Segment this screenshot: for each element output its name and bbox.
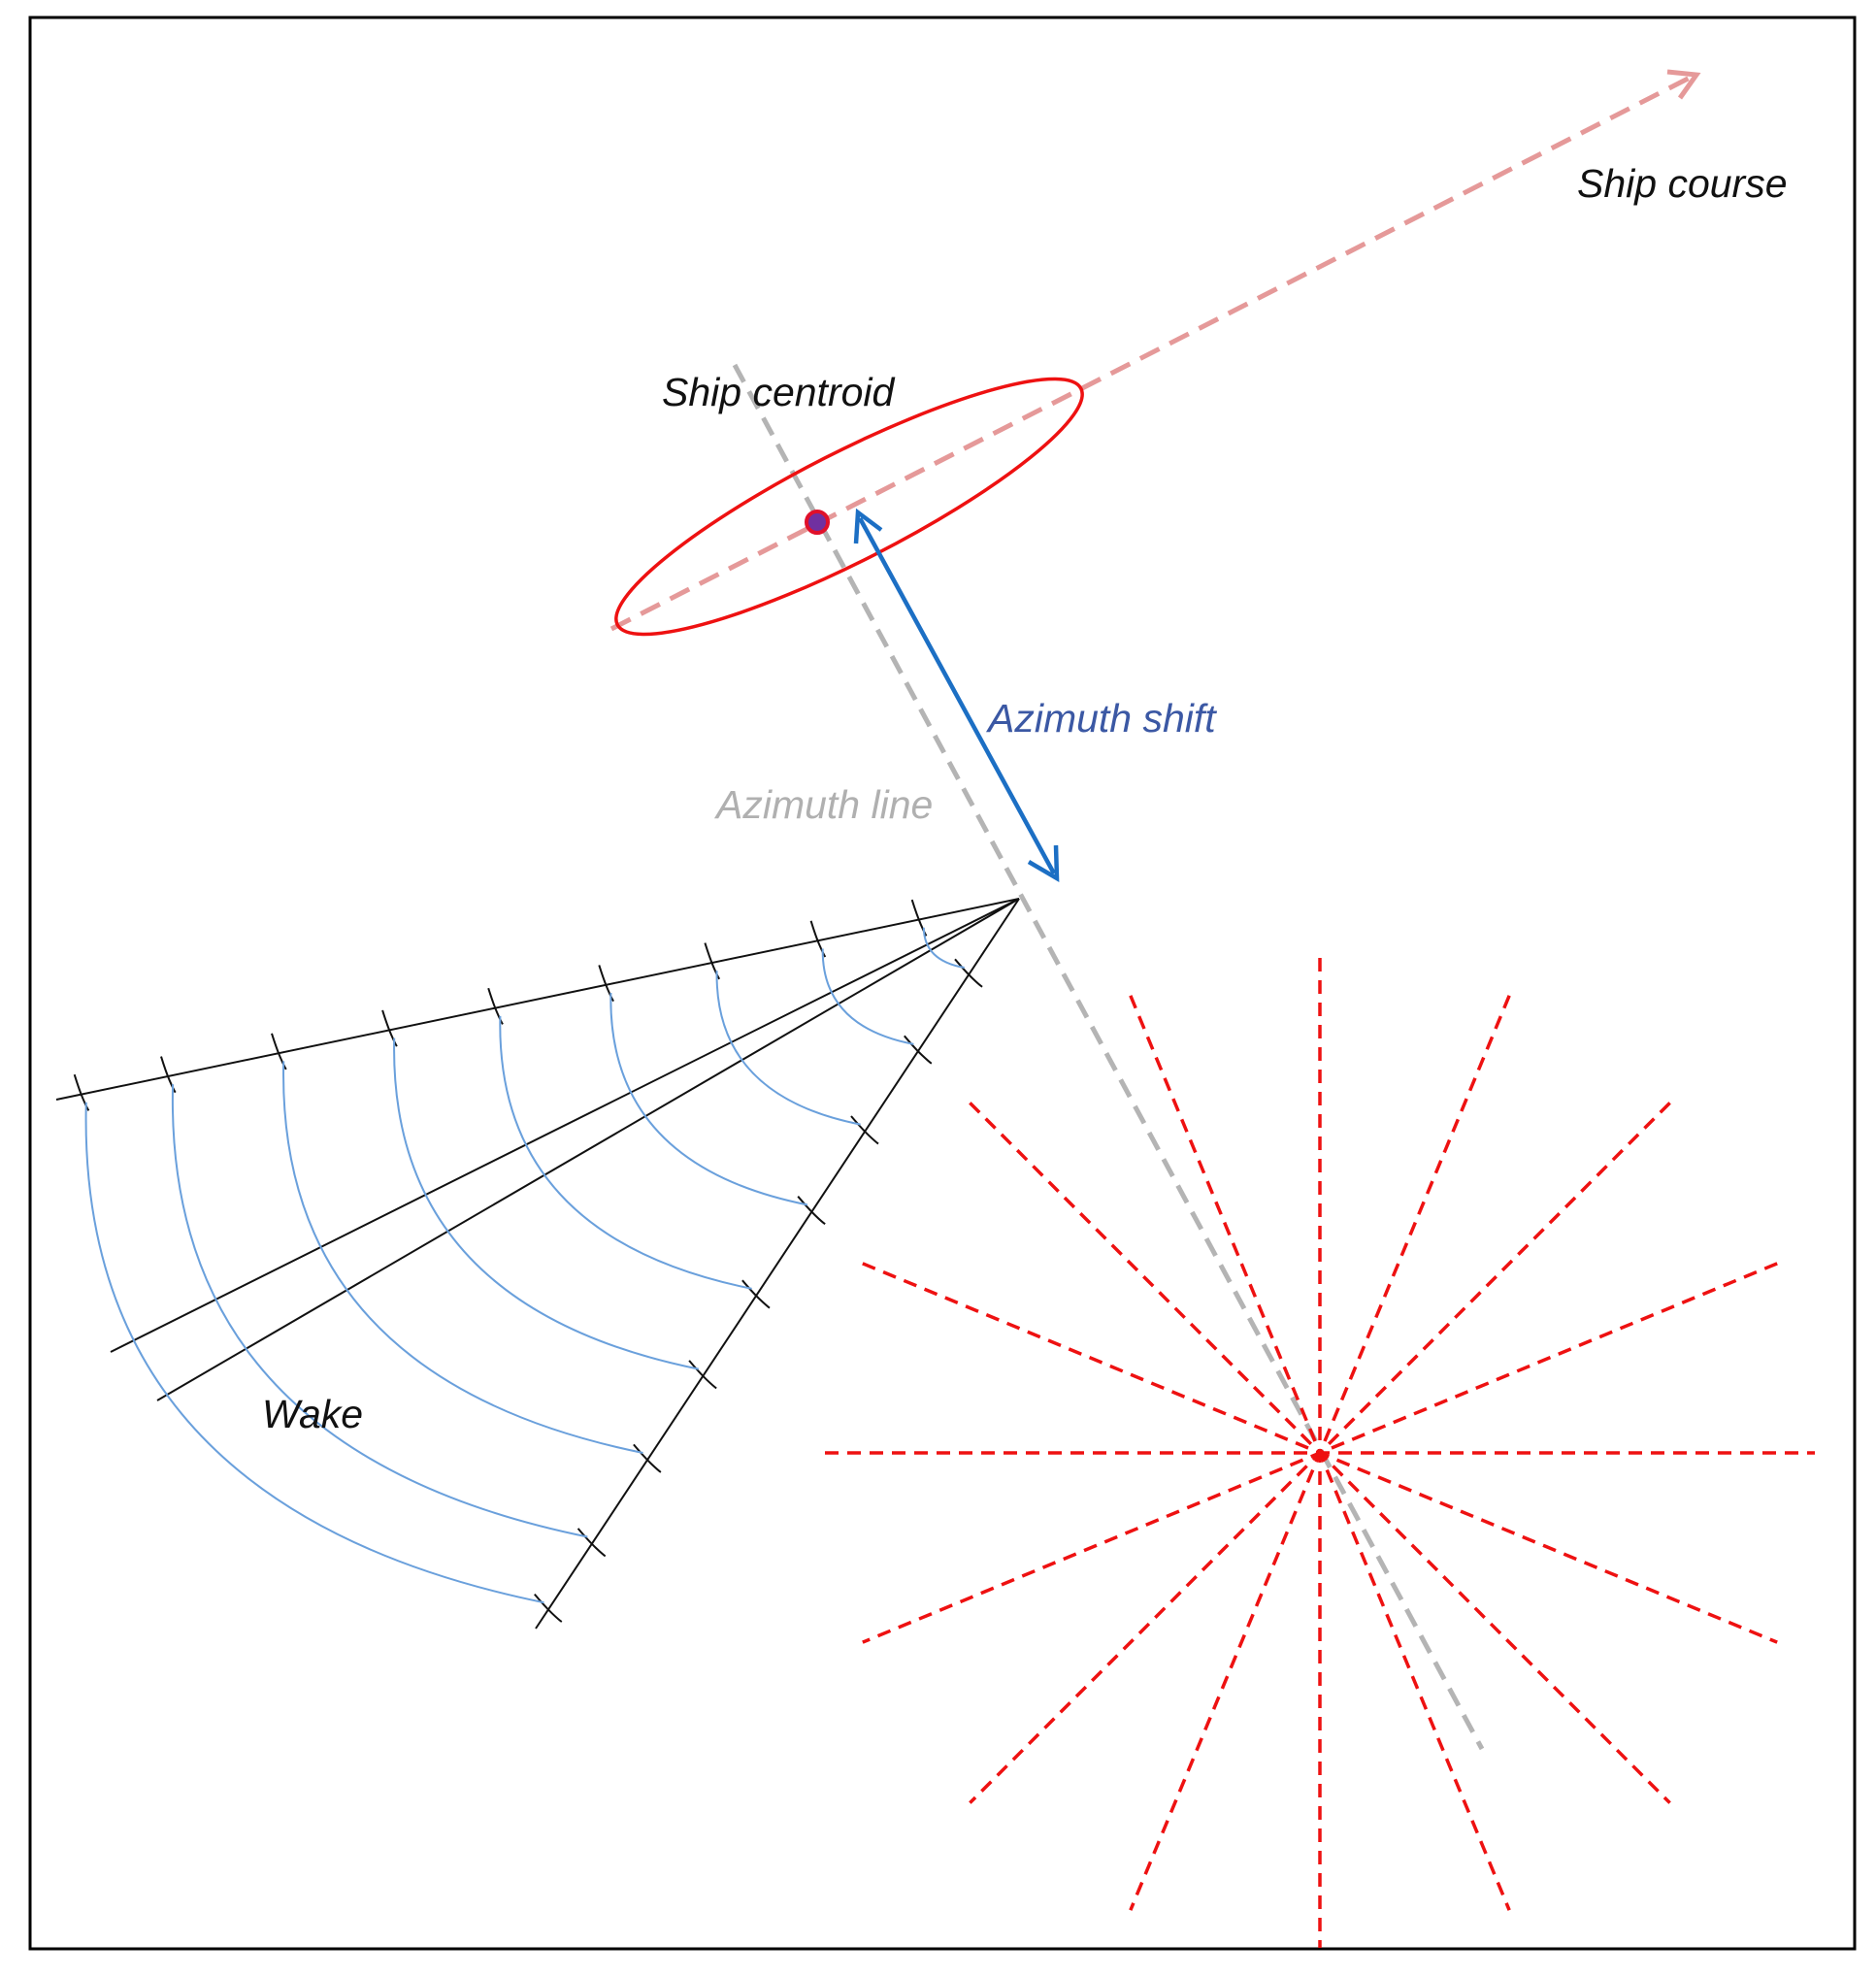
- wake-line-outer-top: [55, 898, 1020, 1101]
- wake-wave-arc: [715, 971, 861, 1126]
- wake-lines: [55, 898, 1020, 1630]
- wake-wave-arc: [282, 1061, 643, 1454]
- wake-wave-arc: [609, 992, 808, 1206]
- wake-wave-arc: [84, 1102, 544, 1604]
- target-point: [1316, 1449, 1324, 1457]
- wake-tick-top: [704, 942, 721, 980]
- azimuth-line: [732, 363, 1485, 1751]
- wake-tick-bottom: [741, 1279, 771, 1309]
- wake-wave-arc: [821, 948, 914, 1045]
- wake-line-inner-2: [156, 898, 1020, 1401]
- azimuth-line-label: Azimuth line: [713, 782, 933, 827]
- wake-wave-arc: [922, 927, 965, 969]
- wake-tick-top: [271, 1033, 287, 1070]
- wake-tick-top: [809, 920, 827, 958]
- ship-outline: [614, 377, 1084, 637]
- wake-tick-top: [160, 1056, 177, 1094]
- wake-tick-bottom: [688, 1360, 717, 1390]
- wake-tick-marks: [73, 899, 983, 1623]
- wake-tick-top: [381, 1009, 398, 1047]
- wake-line-inner-1: [110, 898, 1020, 1353]
- wake-wave-arc: [171, 1084, 588, 1538]
- azimuth-shift-label: Azimuth shift: [985, 696, 1217, 741]
- wake-line-outer-bottom: [535, 898, 1020, 1630]
- ship-course-label: Ship course: [1577, 161, 1788, 206]
- wake-wave-arc: [393, 1037, 699, 1370]
- ship-course-arrow: [609, 69, 1701, 632]
- diagram-frame: [28, 16, 1857, 1951]
- azimuth-shift-arrow: [853, 508, 1060, 882]
- wake-label: Wake: [262, 1392, 363, 1436]
- wake-tick-bottom: [797, 1196, 826, 1226]
- wake-tick-top: [598, 965, 614, 1003]
- wake-tick-top: [487, 987, 504, 1025]
- wake-transverse-waves: [84, 927, 965, 1604]
- ship-centroid-label: Ship centroid: [662, 370, 896, 414]
- wake-tick-bottom: [850, 1115, 879, 1145]
- wake-tick-bottom: [534, 1593, 563, 1623]
- wake-tick-top: [73, 1073, 90, 1111]
- ship-centroid-dot: [805, 510, 830, 535]
- wake-tick-bottom: [633, 1443, 662, 1473]
- wake-tick-bottom: [954, 958, 983, 988]
- wake-wave-arc: [499, 1015, 752, 1290]
